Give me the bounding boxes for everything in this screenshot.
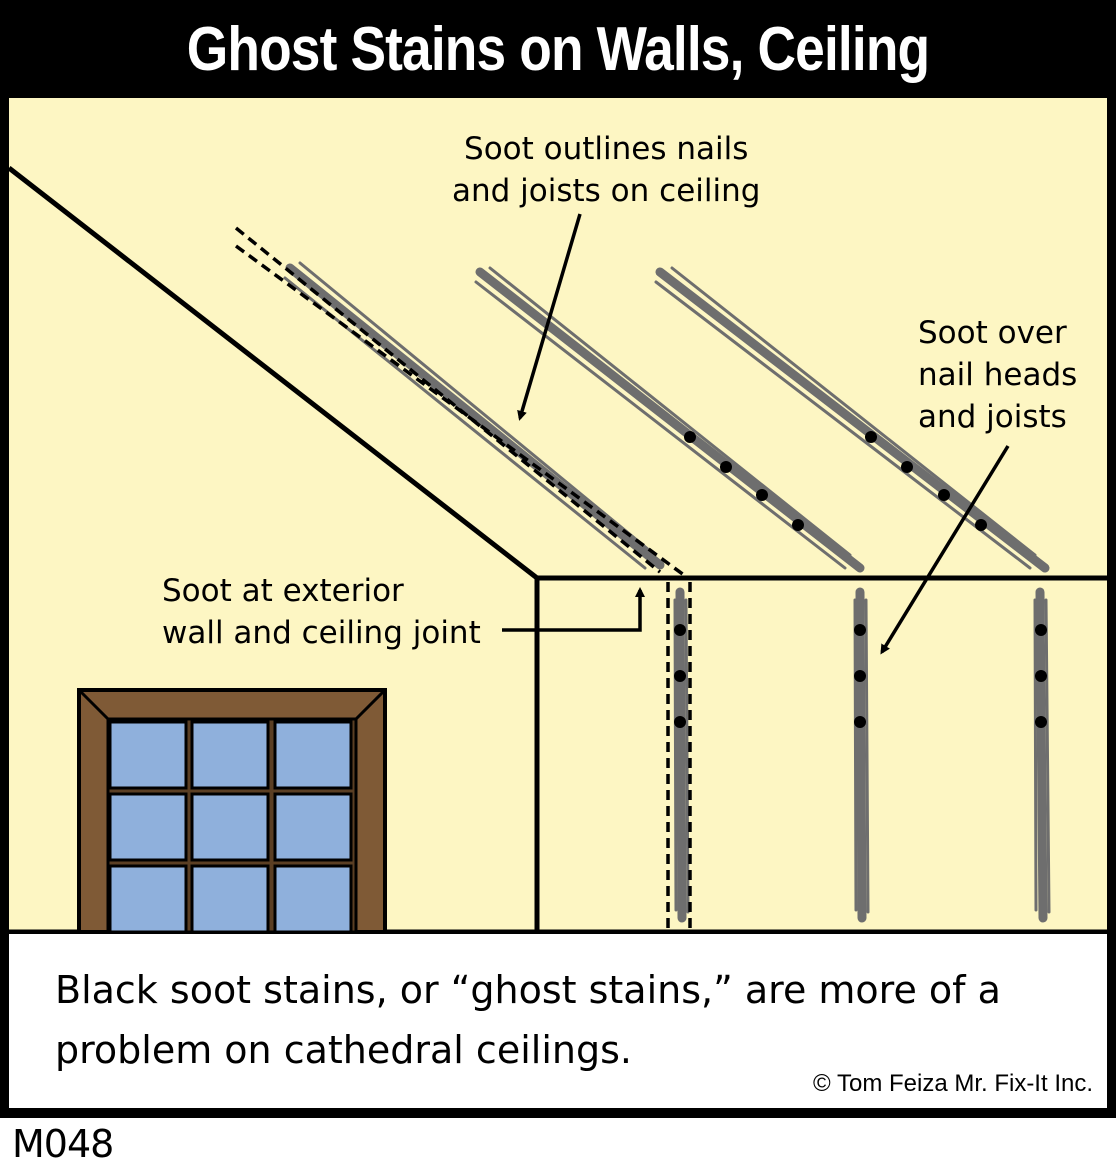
nail-head <box>792 519 804 531</box>
nail-head <box>854 670 866 682</box>
nail-arrow <box>880 445 1010 655</box>
nail-head <box>901 461 913 473</box>
page-title: Ghost Stains on Walls, Ceiling <box>186 14 930 84</box>
wall-nail-heads <box>674 624 1047 728</box>
joint-soot-label: Soot at exterior wall and ceiling joint <box>162 573 481 651</box>
ceiling-soot-label: Soot outlines nails and joists on ceilin… <box>452 131 761 209</box>
ceiling-joint-dashes <box>234 226 690 580</box>
joint-arrow <box>502 587 645 632</box>
nail-head <box>865 431 877 443</box>
nail-head <box>1035 624 1047 636</box>
leader-arrows <box>502 213 1010 655</box>
nail-head <box>975 519 987 531</box>
figure-code: M048 <box>12 1122 114 1166</box>
nail-head <box>854 624 866 636</box>
wall-stud-stain-3 <box>1033 587 1051 923</box>
wall-soot-streaks <box>673 587 1051 923</box>
window <box>77 688 387 934</box>
nail-head <box>720 461 732 473</box>
nail-head <box>1035 670 1047 682</box>
nail-head <box>684 431 696 443</box>
nail-head <box>674 670 686 682</box>
caption-text: Black soot stains, or “ghost stains,” ar… <box>55 968 1001 1072</box>
ceiling-joist-stain-3 <box>654 266 1050 573</box>
caption-panel: Black soot stains, or “ghost stains,” ar… <box>9 934 1107 1108</box>
nail-head <box>674 624 686 636</box>
ceiling-arrow <box>517 213 582 421</box>
wall-stud-stain-2 <box>853 587 870 923</box>
nail-head <box>674 716 686 728</box>
copyright-notice: © Tom Feiza Mr. Fix-It Inc. <box>813 1070 1093 1097</box>
nail-head <box>938 489 950 501</box>
nail-head <box>756 489 768 501</box>
wall-stud-stain-1 <box>673 587 690 923</box>
ceiling-nail-heads <box>684 431 987 531</box>
ceiling-soot-streaks <box>283 261 1050 573</box>
window-panes <box>108 720 353 934</box>
nail-head <box>854 716 866 728</box>
nail-soot-label: Soot over nail heads and joists <box>918 315 1078 435</box>
wall-joint-dashes <box>666 582 692 930</box>
nail-head <box>1035 716 1047 728</box>
